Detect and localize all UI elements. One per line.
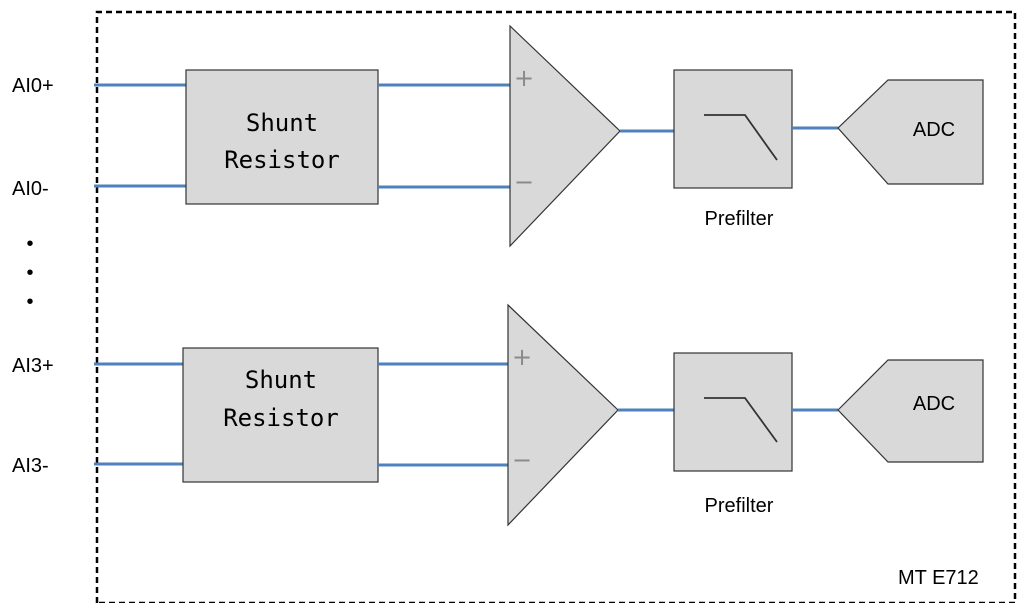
device-boundary (95, 10, 1017, 603)
lowpass-response-icon (704, 114, 778, 161)
channel-ellipsis: • • • (26, 233, 33, 313)
prefilter-label: Prefilter (705, 208, 774, 230)
prefilter-block (673, 69, 793, 189)
amp-minus-sign: − (514, 168, 534, 196)
pin-label-ai3-neg: AI3- (12, 455, 49, 477)
amp-plus-sign: + (512, 343, 532, 371)
amplifier-triangle (507, 303, 619, 527)
ellipsis-dot: • (26, 233, 33, 255)
lowpass-response-icon (704, 397, 778, 443)
adc-label: ADC (913, 119, 955, 141)
adc-label: ADC (913, 393, 955, 415)
shunt-label-line1: Shunt (245, 366, 317, 394)
pin-label-ai0-neg: AI0- (12, 178, 49, 200)
shunt-label-line2: Resistor (223, 404, 339, 432)
shunt-resistor-block (182, 347, 379, 483)
ellipsis-dot: • (26, 262, 33, 284)
device-label: MT E712 (898, 567, 979, 589)
prefilter-block (673, 352, 793, 472)
prefilter-label: Prefilter (705, 495, 774, 517)
shunt-label-line2: Resistor (224, 146, 340, 174)
adc-block (837, 359, 984, 463)
ellipsis-dot: • (26, 291, 33, 313)
channel-3: AI3+ AI3- Shunt Resistor + − Prefilter A… (12, 303, 984, 527)
channel-0: AI0+ AI0- Shunt Resistor + − Prefilter A… (12, 24, 984, 248)
pin-label-ai3-pos: AI3+ (12, 355, 54, 377)
pin-label-ai0-pos: AI0+ (12, 75, 54, 97)
shunt-resistor-block (185, 69, 379, 205)
amp-plus-sign: + (514, 64, 534, 92)
amplifier-triangle (509, 24, 621, 248)
amp-minus-sign: − (512, 446, 532, 474)
adc-block (837, 79, 984, 185)
shunt-label-line1: Shunt (246, 109, 318, 137)
